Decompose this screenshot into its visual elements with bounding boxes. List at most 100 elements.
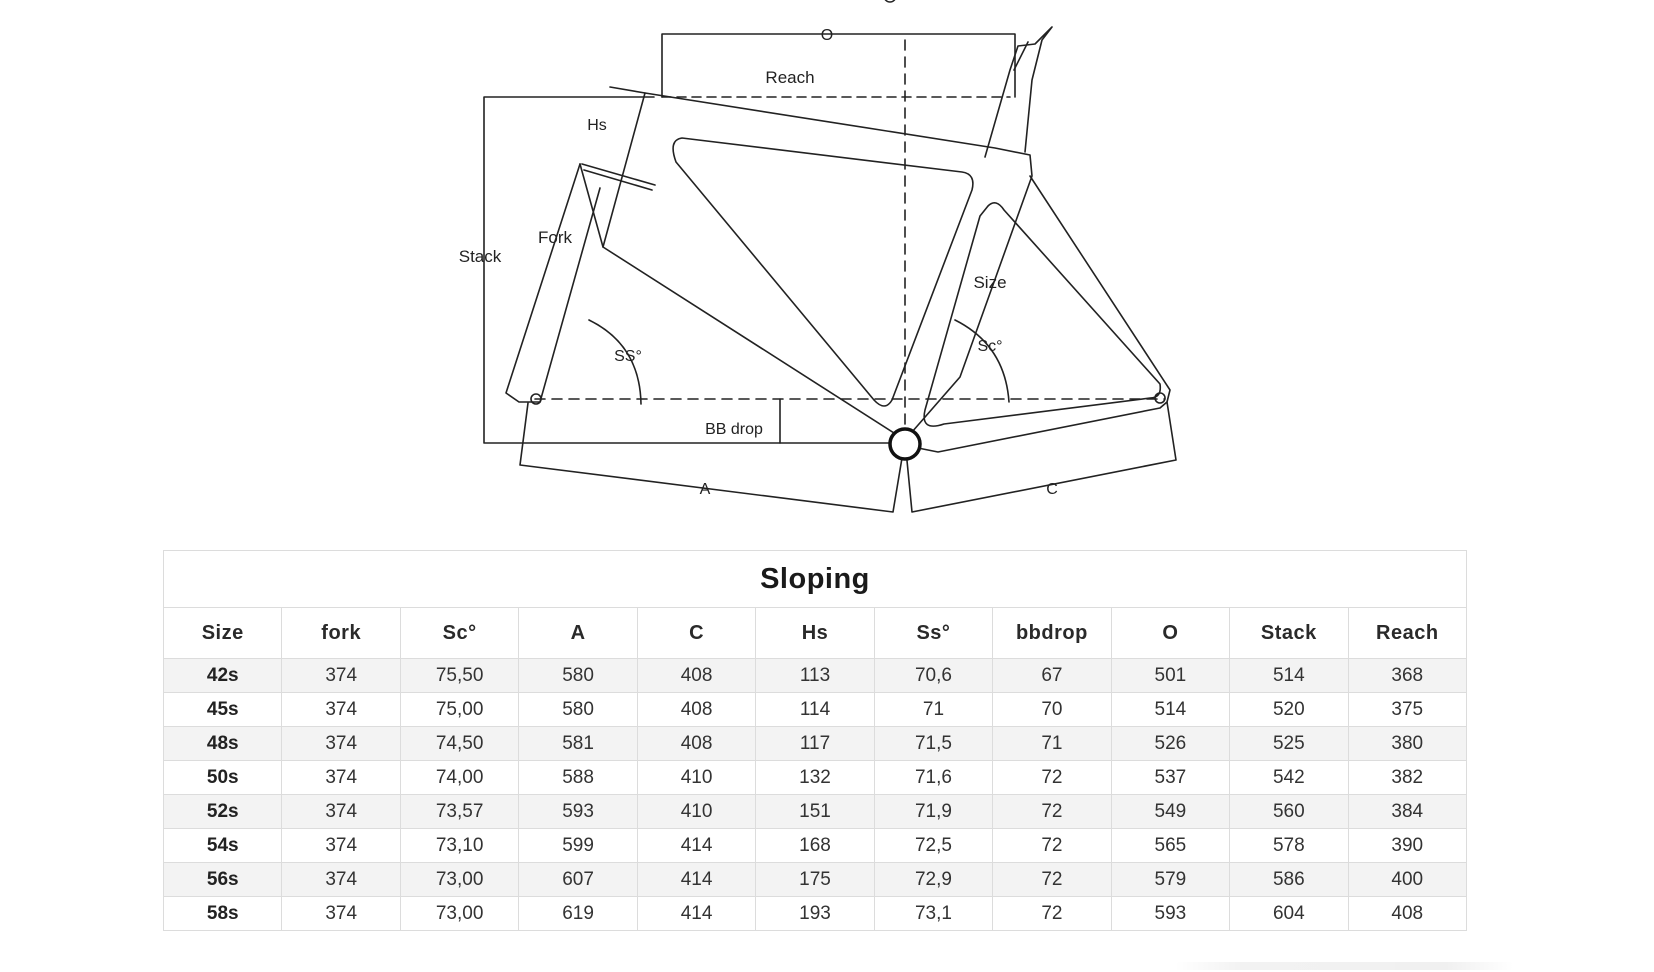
table-cell: 72 bbox=[992, 862, 1112, 897]
faint-watermark bbox=[1174, 962, 1514, 970]
table-cell: 72 bbox=[992, 794, 1112, 829]
label-fork: Fork bbox=[538, 228, 573, 247]
table-cell: 578 bbox=[1229, 828, 1349, 863]
column-header-col-9: Stack bbox=[1229, 607, 1349, 659]
table-title: Sloping bbox=[163, 550, 1467, 608]
table-cell: 526 bbox=[1110, 726, 1231, 761]
table-cell: 73,00 bbox=[399, 862, 520, 897]
front-axle bbox=[530, 393, 542, 405]
label-c: C bbox=[1046, 481, 1058, 498]
table-cell: 382 bbox=[1347, 760, 1468, 795]
label-a: A bbox=[700, 481, 711, 498]
chain-stay-outer bbox=[907, 175, 1171, 453]
table-cell: 579 bbox=[1110, 862, 1231, 897]
column-header-col-2: Sc° bbox=[399, 607, 520, 659]
seat-post bbox=[984, 26, 1053, 158]
label-bb-drop: BB drop bbox=[705, 421, 763, 438]
table-cell: 72,9 bbox=[873, 862, 994, 897]
table-cell: 71,9 bbox=[873, 794, 994, 829]
table-cell: 175 bbox=[755, 862, 875, 897]
table-cell: 374 bbox=[281, 658, 401, 693]
table-cell: 74,50 bbox=[399, 726, 520, 761]
table-cell: 588 bbox=[518, 760, 638, 795]
table-cell: 380 bbox=[1347, 726, 1468, 761]
table-cell: 414 bbox=[636, 896, 757, 931]
table-cell: 580 bbox=[518, 692, 638, 727]
a-bracket bbox=[519, 402, 906, 513]
bike-geometry-diagram: O Reach Hs Stack Fork Size SS° Sc° BB dr… bbox=[459, 0, 1177, 513]
table-cell: 619 bbox=[518, 896, 638, 931]
table-cell: 408 bbox=[1347, 896, 1468, 931]
table-cell: 151 bbox=[755, 794, 875, 829]
table-cell: 132 bbox=[755, 760, 875, 795]
table-cell: 73,00 bbox=[399, 896, 520, 931]
table-cell: 374 bbox=[281, 828, 401, 863]
column-header-col-8: O bbox=[1110, 607, 1231, 659]
fork-crown-inner bbox=[583, 169, 653, 191]
table-cell: 408 bbox=[636, 692, 757, 727]
table-cell: 374 bbox=[281, 794, 401, 829]
table-cell: 71 bbox=[992, 726, 1112, 761]
column-header-col-5: Hs bbox=[755, 607, 875, 659]
table-cell: 599 bbox=[518, 828, 638, 863]
table-cell: 70,6 bbox=[873, 658, 994, 693]
column-header-col-10: Reach bbox=[1347, 607, 1468, 659]
table-cell: 580 bbox=[518, 658, 638, 693]
table-cell: 71,5 bbox=[873, 726, 994, 761]
table-cell: 71,6 bbox=[873, 760, 994, 795]
table-cell: 537 bbox=[1110, 760, 1231, 795]
table-cell: 374 bbox=[281, 760, 401, 795]
size-cell: 56s bbox=[162, 862, 283, 897]
size-cell: 54s bbox=[162, 828, 283, 863]
table-cell: 73,1 bbox=[873, 896, 994, 931]
top-marker bbox=[884, 0, 896, 3]
table-cell: 410 bbox=[636, 760, 757, 795]
table-cell: 525 bbox=[1229, 726, 1349, 761]
table-cell: 565 bbox=[1110, 828, 1231, 863]
label-stack: Stack bbox=[459, 247, 502, 266]
table-cell: 67 bbox=[992, 658, 1112, 693]
table-cell: 586 bbox=[1229, 862, 1349, 897]
c-bracket bbox=[904, 401, 1177, 513]
table-cell: 400 bbox=[1347, 862, 1468, 897]
table-cell: 74,00 bbox=[399, 760, 520, 795]
table-cell: 114 bbox=[755, 692, 875, 727]
label-ss: SS° bbox=[614, 348, 642, 365]
table-cell: 581 bbox=[518, 726, 638, 761]
label-size: Size bbox=[973, 273, 1006, 292]
table-cell: 75,00 bbox=[399, 692, 520, 727]
table-cell: 520 bbox=[1229, 692, 1349, 727]
table-cell: 408 bbox=[636, 726, 757, 761]
table-cell: 593 bbox=[1110, 896, 1231, 931]
head-tube bbox=[579, 86, 646, 248]
table-cell: 607 bbox=[518, 862, 638, 897]
table-cell: 72 bbox=[992, 828, 1112, 863]
table-cell: 70 bbox=[992, 692, 1112, 727]
table-cell: 117 bbox=[755, 726, 875, 761]
table-cell: 368 bbox=[1347, 658, 1468, 693]
column-header-size: Size bbox=[162, 607, 283, 659]
table-cell: 113 bbox=[755, 658, 875, 693]
column-header-col-1: fork bbox=[281, 607, 401, 659]
table-cell: 549 bbox=[1110, 794, 1231, 829]
column-header-col-6: Ss° bbox=[873, 607, 994, 659]
table-cell: 410 bbox=[636, 794, 757, 829]
frame-outer bbox=[602, 92, 1033, 441]
table-cell: 501 bbox=[1110, 658, 1231, 693]
label-sc: Sc° bbox=[977, 338, 1002, 355]
size-cell: 58s bbox=[162, 896, 283, 931]
ss-angle-arc bbox=[588, 319, 642, 405]
o-bracket bbox=[661, 33, 1016, 98]
table-cell: 71 bbox=[873, 692, 994, 727]
sc-angle-arc bbox=[954, 319, 1010, 403]
table-cell: 514 bbox=[1110, 692, 1231, 727]
table-cell: 514 bbox=[1229, 658, 1349, 693]
table-cell: 604 bbox=[1229, 896, 1349, 931]
